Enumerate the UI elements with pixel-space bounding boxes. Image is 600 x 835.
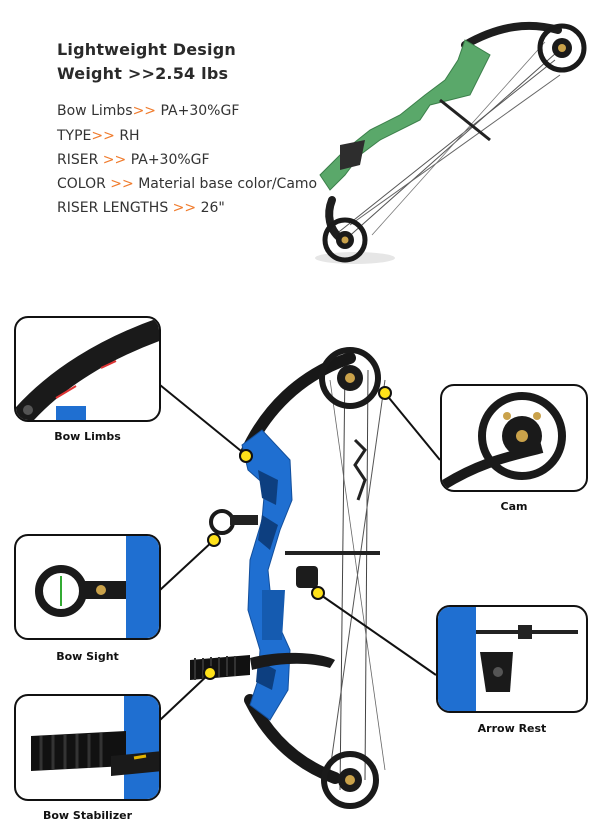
inset-cam bbox=[440, 384, 588, 492]
inset-bow-stabilizer bbox=[14, 694, 161, 801]
marker-bow-sight bbox=[207, 533, 221, 547]
spec-riser: RISER >> PA+30%GF bbox=[57, 152, 210, 168]
spec-riser-lengths: RISER LENGTHS >> 26" bbox=[57, 200, 225, 216]
marker-arrow-rest bbox=[311, 586, 325, 600]
inset-arrow-rest bbox=[436, 605, 588, 713]
headline-title: Lightweight Design bbox=[57, 40, 236, 59]
spec-color: COLOR >> Material base color/Camo bbox=[57, 176, 318, 192]
inset-bow-sight bbox=[14, 534, 161, 640]
spec-bow-limbs: Bow Limbs>> PA+30%GF bbox=[57, 103, 240, 119]
callout-markers bbox=[203, 386, 392, 680]
blue-bow-image bbox=[190, 347, 386, 809]
marker-bow-limbs bbox=[239, 449, 253, 463]
marker-cam bbox=[378, 386, 392, 400]
caption-bow-sight: Bow Sight bbox=[56, 650, 119, 663]
caption-cam: Cam bbox=[500, 500, 528, 513]
spec-type: TYPE>> RH bbox=[57, 128, 140, 144]
marker-bow-stabilizer bbox=[203, 666, 217, 680]
caption-bow-stabilizer: Bow Stabilizer bbox=[42, 809, 132, 822]
headline-weight: Weight >>2.54 lbs bbox=[57, 64, 229, 83]
caption-arrow-rest: Arrow Rest bbox=[477, 722, 547, 735]
green-bow-image bbox=[315, 21, 587, 264]
leader-lines bbox=[159, 384, 441, 721]
inset-bow-limbs bbox=[14, 316, 161, 422]
caption-bow-limbs: Bow Limbs bbox=[54, 430, 121, 443]
